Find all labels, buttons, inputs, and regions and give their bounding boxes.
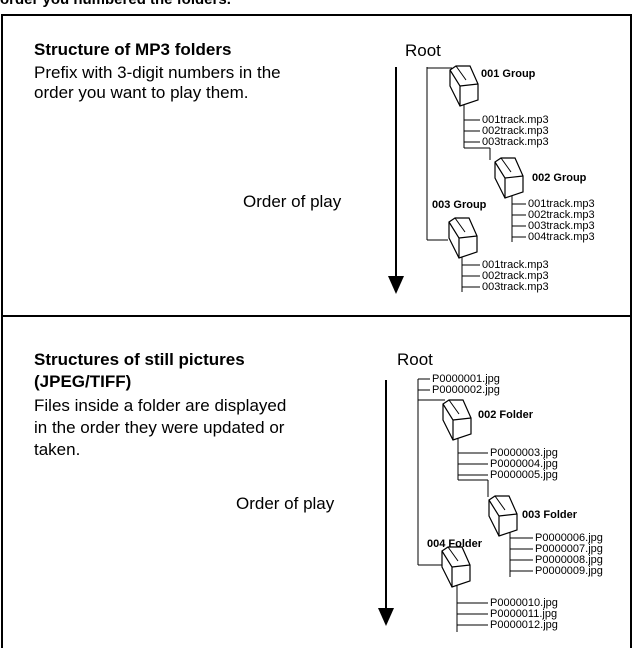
- stills-panel-title-line1: Structures of still pictures: [34, 350, 245, 369]
- folder-icon: [488, 495, 518, 537]
- stills-desc-line2: in the order they were updated or: [34, 418, 285, 437]
- stills-tree-lines: [417, 378, 533, 632]
- file-label: P0000003.jpg: [490, 447, 558, 459]
- file-label: P0000011.jpg: [490, 608, 558, 620]
- file-label: P0000012.jpg: [490, 619, 558, 631]
- folder-icon: [449, 65, 479, 107]
- mp3-panel-title: Structure of MP3 folders: [34, 40, 232, 59]
- mp3-order-arrow: [388, 67, 404, 294]
- header-caption: order you numbered the folders.: [0, 0, 231, 8]
- file-label: 002track.mp3: [482, 270, 549, 282]
- file-label: 004track.mp3: [528, 231, 595, 243]
- stills-folder-002-label: 002 Folder: [478, 409, 534, 421]
- file-label: P0000008.jpg: [535, 554, 603, 566]
- file-label: 003track.mp3: [528, 220, 595, 232]
- stills-root-label: Root: [397, 350, 433, 369]
- mp3-group-002-label: 002 Group: [532, 172, 587, 184]
- stills-order-arrow: [378, 380, 394, 626]
- file-label: 002track.mp3: [528, 209, 595, 221]
- mp3-order-of-play-label: Order of play: [243, 192, 342, 211]
- file-label: P0000002.jpg: [432, 384, 500, 396]
- folder-icon: [441, 546, 471, 588]
- file-label: P0000007.jpg: [535, 543, 603, 555]
- file-label: 001track.mp3: [528, 198, 595, 210]
- mp3-group-001-label: 001 Group: [481, 68, 536, 80]
- stills-folder-004-label: 004 Folder: [427, 538, 483, 550]
- file-label: P0000009.jpg: [535, 565, 603, 577]
- stills-desc-line1: Files inside a folder are displayed: [34, 396, 287, 415]
- file-label: P0000006.jpg: [535, 532, 603, 544]
- file-label: 003track.mp3: [482, 281, 549, 293]
- stills-structure-panel: [1, 315, 632, 648]
- mp3-tree-lines: [426, 67, 526, 292]
- folder-icon: [448, 217, 478, 259]
- folder-icon: [494, 157, 524, 199]
- mp3-desc-line2: order you want to play them.: [34, 83, 249, 102]
- stills-desc-line3: taken.: [34, 440, 81, 459]
- file-label: 003track.mp3: [482, 136, 549, 148]
- stills-order-of-play-label: Order of play: [236, 494, 335, 513]
- file-label: P0000005.jpg: [490, 469, 558, 481]
- file-label: P0000001.jpg: [432, 373, 500, 385]
- file-label: P0000004.jpg: [490, 458, 558, 470]
- file-label: 002track.mp3: [482, 125, 549, 137]
- file-label: 001track.mp3: [482, 259, 549, 271]
- mp3-group-003-label: 003 Group: [432, 199, 487, 211]
- file-label: P0000010.jpg: [490, 597, 558, 609]
- folder-icon: [442, 399, 472, 441]
- file-label: 001track.mp3: [482, 114, 549, 126]
- stills-panel-title-line2: (JPEG/TIFF): [34, 372, 132, 391]
- mp3-desc-line1: Prefix with 3-digit numbers in the: [34, 63, 281, 82]
- mp3-root-label: Root: [405, 41, 441, 60]
- stills-folder-003-label: 003 Folder: [522, 509, 578, 521]
